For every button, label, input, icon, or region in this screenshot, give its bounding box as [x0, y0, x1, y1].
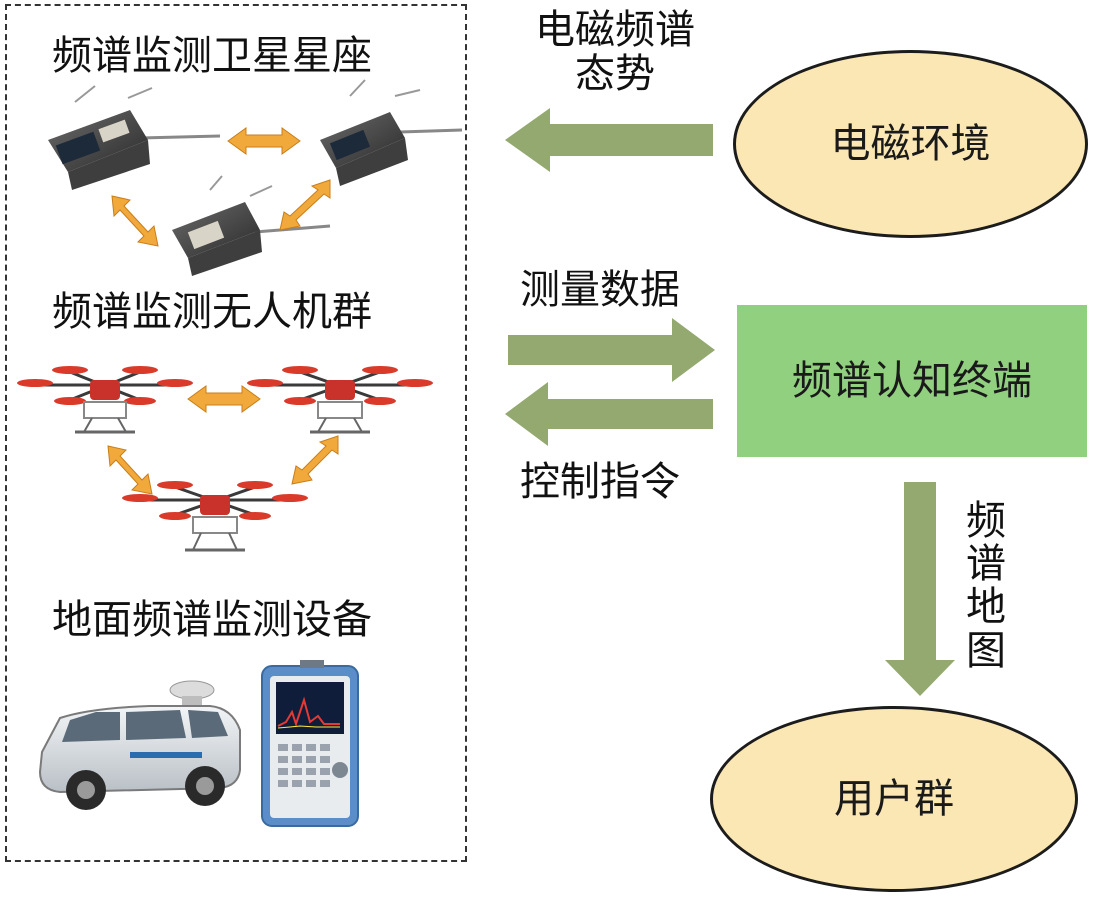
monitoring-vehicle-icon: [38, 680, 241, 810]
measurement-data-label: 测量数据: [520, 267, 680, 313]
spectrum-map-arrow: [885, 482, 955, 696]
situation-text: 电磁频谱态势: [535, 7, 695, 97]
environment-label: 电磁环境: [830, 121, 991, 167]
control-arrow: [505, 382, 713, 446]
spectrum-cognition-terminal-node: 频谱认知终端: [737, 305, 1087, 457]
ground-monitoring-label: 地面频谱监测设备: [52, 597, 372, 643]
drone-icon-1: [17, 366, 193, 434]
spectrum-analyzer-icon: [261, 660, 359, 827]
satellite-icon-1: [48, 85, 221, 190]
satellite-icon-2: [320, 79, 463, 186]
control-command-label: 控制指令: [520, 459, 680, 505]
drone-icon-3: [122, 481, 308, 552]
satellite-link-arrows: [111, 127, 331, 247]
measurement-arrow: [508, 318, 715, 382]
sensor-network-panel: [5, 4, 467, 862]
drone-icon-2: [247, 366, 433, 434]
users-label: 用户群: [834, 776, 954, 822]
situation-arrow: [505, 108, 713, 172]
uav-swarm-label: 频谱监测无人机群: [52, 289, 372, 335]
situation-label: 电磁频谱态势: [520, 8, 710, 96]
satellite-constellation-label: 频谱监测卫星星座: [52, 33, 372, 79]
electromagnetic-environment-node: 电磁环境: [733, 50, 1088, 238]
drone-link-arrows: [107, 385, 339, 495]
satellite-icon-3: [172, 175, 331, 276]
user-group-node: 用户群: [710, 706, 1078, 892]
terminal-label: 频谱认知终端: [792, 358, 1032, 404]
spectrum-map-label: 频谱地图: [966, 498, 1006, 674]
